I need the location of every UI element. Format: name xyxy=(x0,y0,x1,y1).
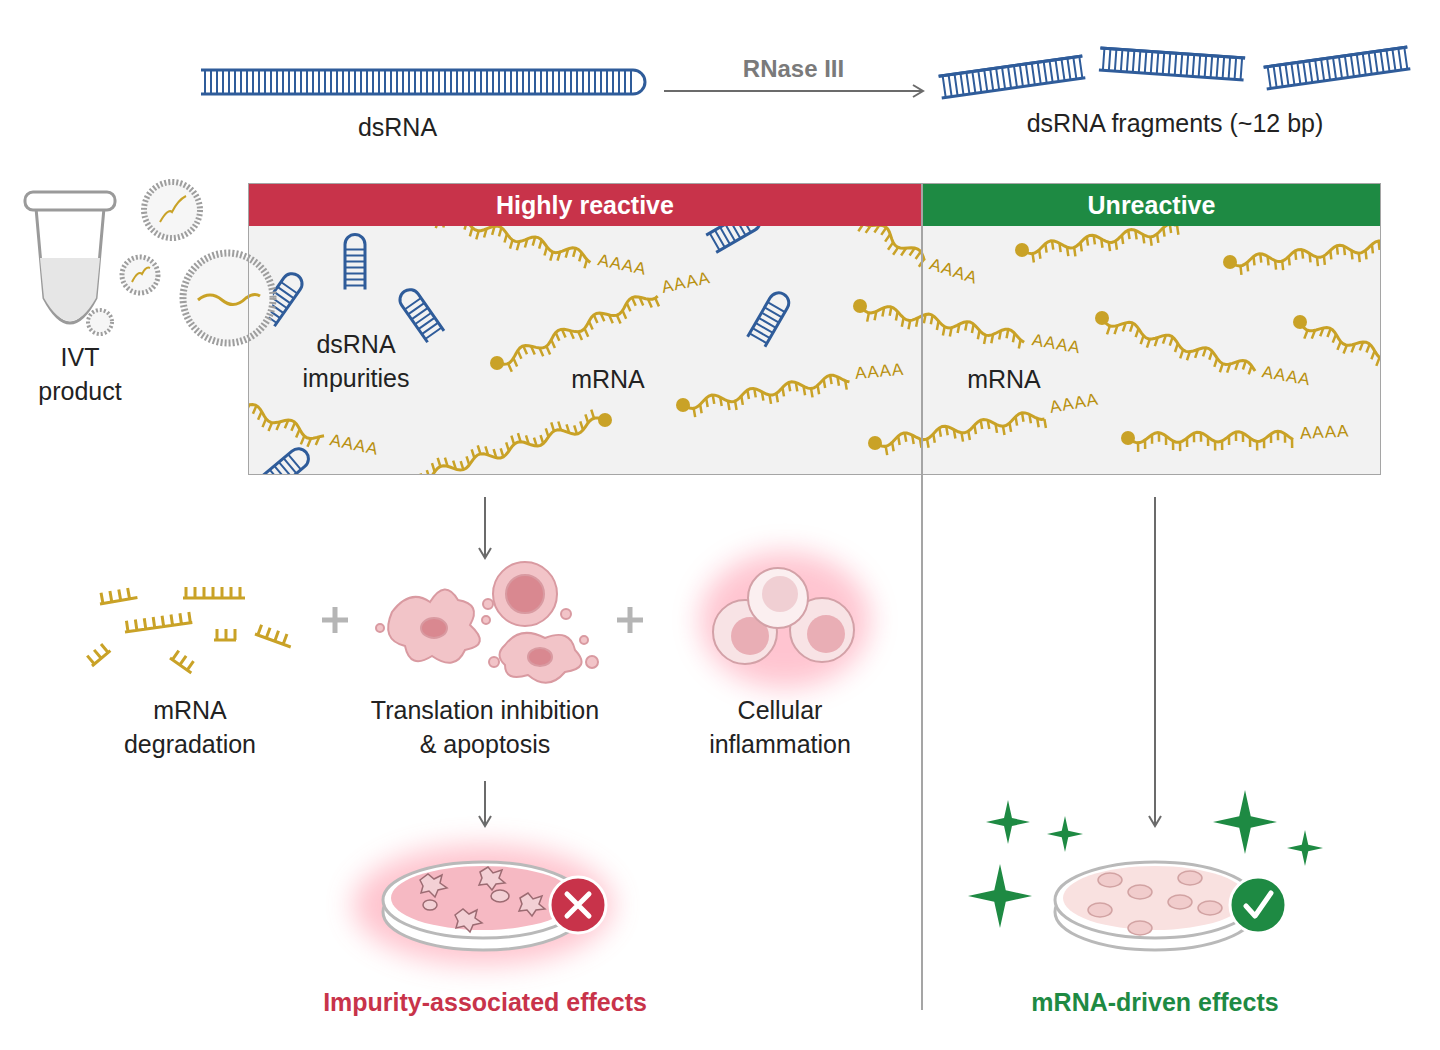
mrna-fragment xyxy=(255,624,294,647)
polya-tail: AAAA xyxy=(1299,421,1349,444)
mrna-bases xyxy=(508,297,659,371)
arrow-connector xyxy=(484,781,486,826)
figure-label: IVT product xyxy=(30,340,130,408)
sparkle xyxy=(986,800,1030,844)
dsrna-ladder xyxy=(748,289,793,347)
mrna-bases xyxy=(249,405,319,447)
sparkle xyxy=(1287,830,1323,866)
node-label: dsRNA xyxy=(330,110,465,144)
mrna-strand xyxy=(1300,322,1380,360)
arrow-connector xyxy=(664,90,923,92)
petri-dish-good xyxy=(1055,862,1286,950)
mrna-bases xyxy=(1138,431,1292,452)
mrna-strand xyxy=(423,418,605,474)
node-label: mRNA xyxy=(548,362,668,396)
sparkle xyxy=(968,864,1032,928)
sparkle xyxy=(1047,816,1083,852)
mrna-fragment xyxy=(214,629,236,640)
sparkles xyxy=(968,790,1323,928)
arrow-connector xyxy=(484,497,486,558)
node-label: mRNA xyxy=(944,362,1064,396)
petri-dish-bad xyxy=(353,845,613,965)
node-label: Impurity-associated effects xyxy=(290,985,680,1019)
dsrna-ladder xyxy=(345,235,365,290)
mrna-cap xyxy=(1223,255,1237,269)
mrna-cap xyxy=(676,398,690,412)
band-heading: Unreactive xyxy=(923,184,1380,226)
edge-label: RNase III xyxy=(739,55,848,83)
inflamed-cells xyxy=(700,552,870,688)
divider-line xyxy=(921,475,923,1010)
mrna-bases xyxy=(1033,224,1179,262)
mrna-cap xyxy=(853,299,867,313)
mrna-bases xyxy=(694,375,847,417)
dsrna-ladder xyxy=(258,445,313,474)
dsrna-ladder xyxy=(1264,47,1411,89)
top-art xyxy=(201,47,1410,98)
inflammation-figure: Cellular inflammation xyxy=(680,560,880,765)
mrna-strand xyxy=(875,413,1044,447)
apoptotic-cells xyxy=(376,562,598,683)
mrna-bases xyxy=(886,413,1046,455)
plus-sign xyxy=(322,607,643,633)
mrna-cap xyxy=(1095,311,1109,325)
node-label: Translation inhibition & apoptosis xyxy=(365,693,605,761)
mrna-cap xyxy=(1015,243,1029,257)
mrna-strand xyxy=(497,296,658,364)
apoptosis-figure: Translation inhibition & apoptosis xyxy=(345,560,625,765)
node-label: dsRNA fragments (~12 bp) xyxy=(935,106,1415,140)
mrna-bases xyxy=(867,307,1020,349)
mrna-bases xyxy=(1107,323,1252,374)
mrna-strand xyxy=(249,398,324,438)
node-label: mRNA degradation xyxy=(115,693,265,761)
sparkle xyxy=(1213,790,1277,854)
node-label: dsRNA impurities xyxy=(291,327,421,395)
polya-tail: AAAA xyxy=(854,360,905,384)
liposomes xyxy=(88,182,273,343)
reactive-panel: Highly reactive dsRNA impurities mRNA xyxy=(248,183,922,475)
arrow-connector xyxy=(1154,497,1156,826)
mrna-fragment xyxy=(85,642,110,666)
mrna-bases xyxy=(1240,241,1380,275)
mrna-cap xyxy=(1121,431,1135,445)
dsrna-ladder xyxy=(396,286,444,343)
mrna-cap xyxy=(598,413,612,427)
mrna-bases xyxy=(858,224,924,267)
panel-art xyxy=(249,205,1380,474)
mrna-fragment xyxy=(183,587,245,598)
mrna-dish: mRNA-driven effects xyxy=(960,830,1350,1025)
mrna-fragment xyxy=(98,587,137,604)
mrna-fragment xyxy=(123,612,192,632)
mrna-bases xyxy=(1304,328,1380,368)
mrna-strand xyxy=(1230,241,1380,266)
dsrna-ladder xyxy=(939,56,1086,98)
dsrna-ladder xyxy=(201,70,645,94)
mrna-bases xyxy=(421,410,594,474)
node-label: mRNA-driven effects xyxy=(960,985,1350,1019)
mrna-cap xyxy=(868,436,882,450)
dsrna-icon: dsRNA xyxy=(200,40,650,146)
mrna-cap xyxy=(490,356,504,370)
panel-ground xyxy=(248,183,1381,475)
node-label: Cellular inflammation xyxy=(690,693,870,761)
degradation-figure: mRNA degradation xyxy=(80,575,300,767)
mrna-fragments xyxy=(85,587,295,673)
dsrna-ladder xyxy=(1099,48,1245,80)
band-heading: Highly reactive xyxy=(249,184,921,226)
fragments-icon: dsRNA fragments (~12 bp) xyxy=(935,30,1415,142)
mrna-cap xyxy=(1293,315,1307,329)
impurity-dish: Impurity-associated effects xyxy=(290,830,680,1025)
tube-icon xyxy=(25,192,115,323)
mrna-fragment xyxy=(170,649,198,673)
